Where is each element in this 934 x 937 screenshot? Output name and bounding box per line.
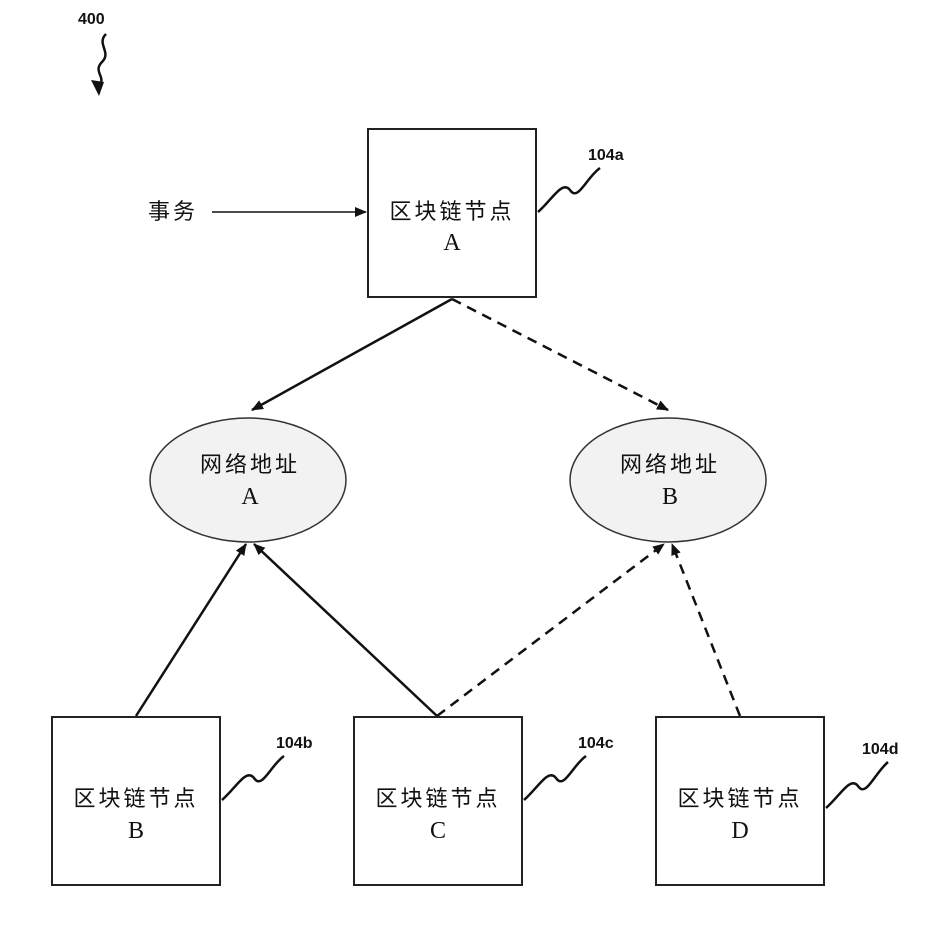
figure-label: 400 <box>78 11 105 28</box>
node-c-ref-squiggle <box>524 756 586 800</box>
node-b-letter: B <box>128 818 144 844</box>
node-d-letter: D <box>731 818 748 844</box>
node-a-letter: A <box>443 230 461 256</box>
node-b-ref-squiggle <box>222 756 284 800</box>
node-c-letter: C <box>430 818 446 844</box>
node-a-ref-squiggle <box>538 168 600 212</box>
node-c-title: 区块链节点 <box>375 787 500 812</box>
edge-node-c-to-address-b <box>437 544 664 716</box>
edge-node-a-to-address-a <box>252 299 452 410</box>
address-a-letter: A <box>241 484 259 510</box>
node-a: 区块链节点 A <box>368 129 536 297</box>
node-d-ref-squiggle <box>826 762 888 808</box>
edge-node-d-to-address-b <box>672 544 740 716</box>
node-a-title: 区块链节点 <box>389 200 514 225</box>
figure-pointer-arrowhead <box>91 80 104 96</box>
node-d: 区块链节点 D <box>656 717 824 885</box>
node-a-ref: 104a <box>588 147 624 164</box>
node-c-ref: 104c <box>578 735 614 752</box>
address-b-letter: B <box>662 484 678 510</box>
edge-node-b-to-address-a <box>136 544 246 716</box>
address-a-title: 网络地址 <box>200 453 300 478</box>
node-b-ref: 104b <box>276 735 313 752</box>
node-d-title: 区块链节点 <box>677 787 802 812</box>
node-b-title: 区块链节点 <box>73 787 198 812</box>
edge-node-a-to-address-b <box>452 299 668 410</box>
address-a: 网络地址 A <box>150 418 346 542</box>
address-b-ellipse <box>570 418 766 542</box>
node-d-ref: 104d <box>862 741 898 758</box>
figure-pointer-squiggle <box>98 34 106 86</box>
address-b: 网络地址 B <box>570 418 766 542</box>
edge-node-c-to-address-a <box>254 544 437 716</box>
transaction-label: 事务 <box>148 200 198 225</box>
node-b: 区块链节点 B <box>52 717 220 885</box>
address-b-title: 网络地址 <box>620 453 720 478</box>
node-c: 区块链节点 C <box>354 717 522 885</box>
address-a-ellipse <box>150 418 346 542</box>
